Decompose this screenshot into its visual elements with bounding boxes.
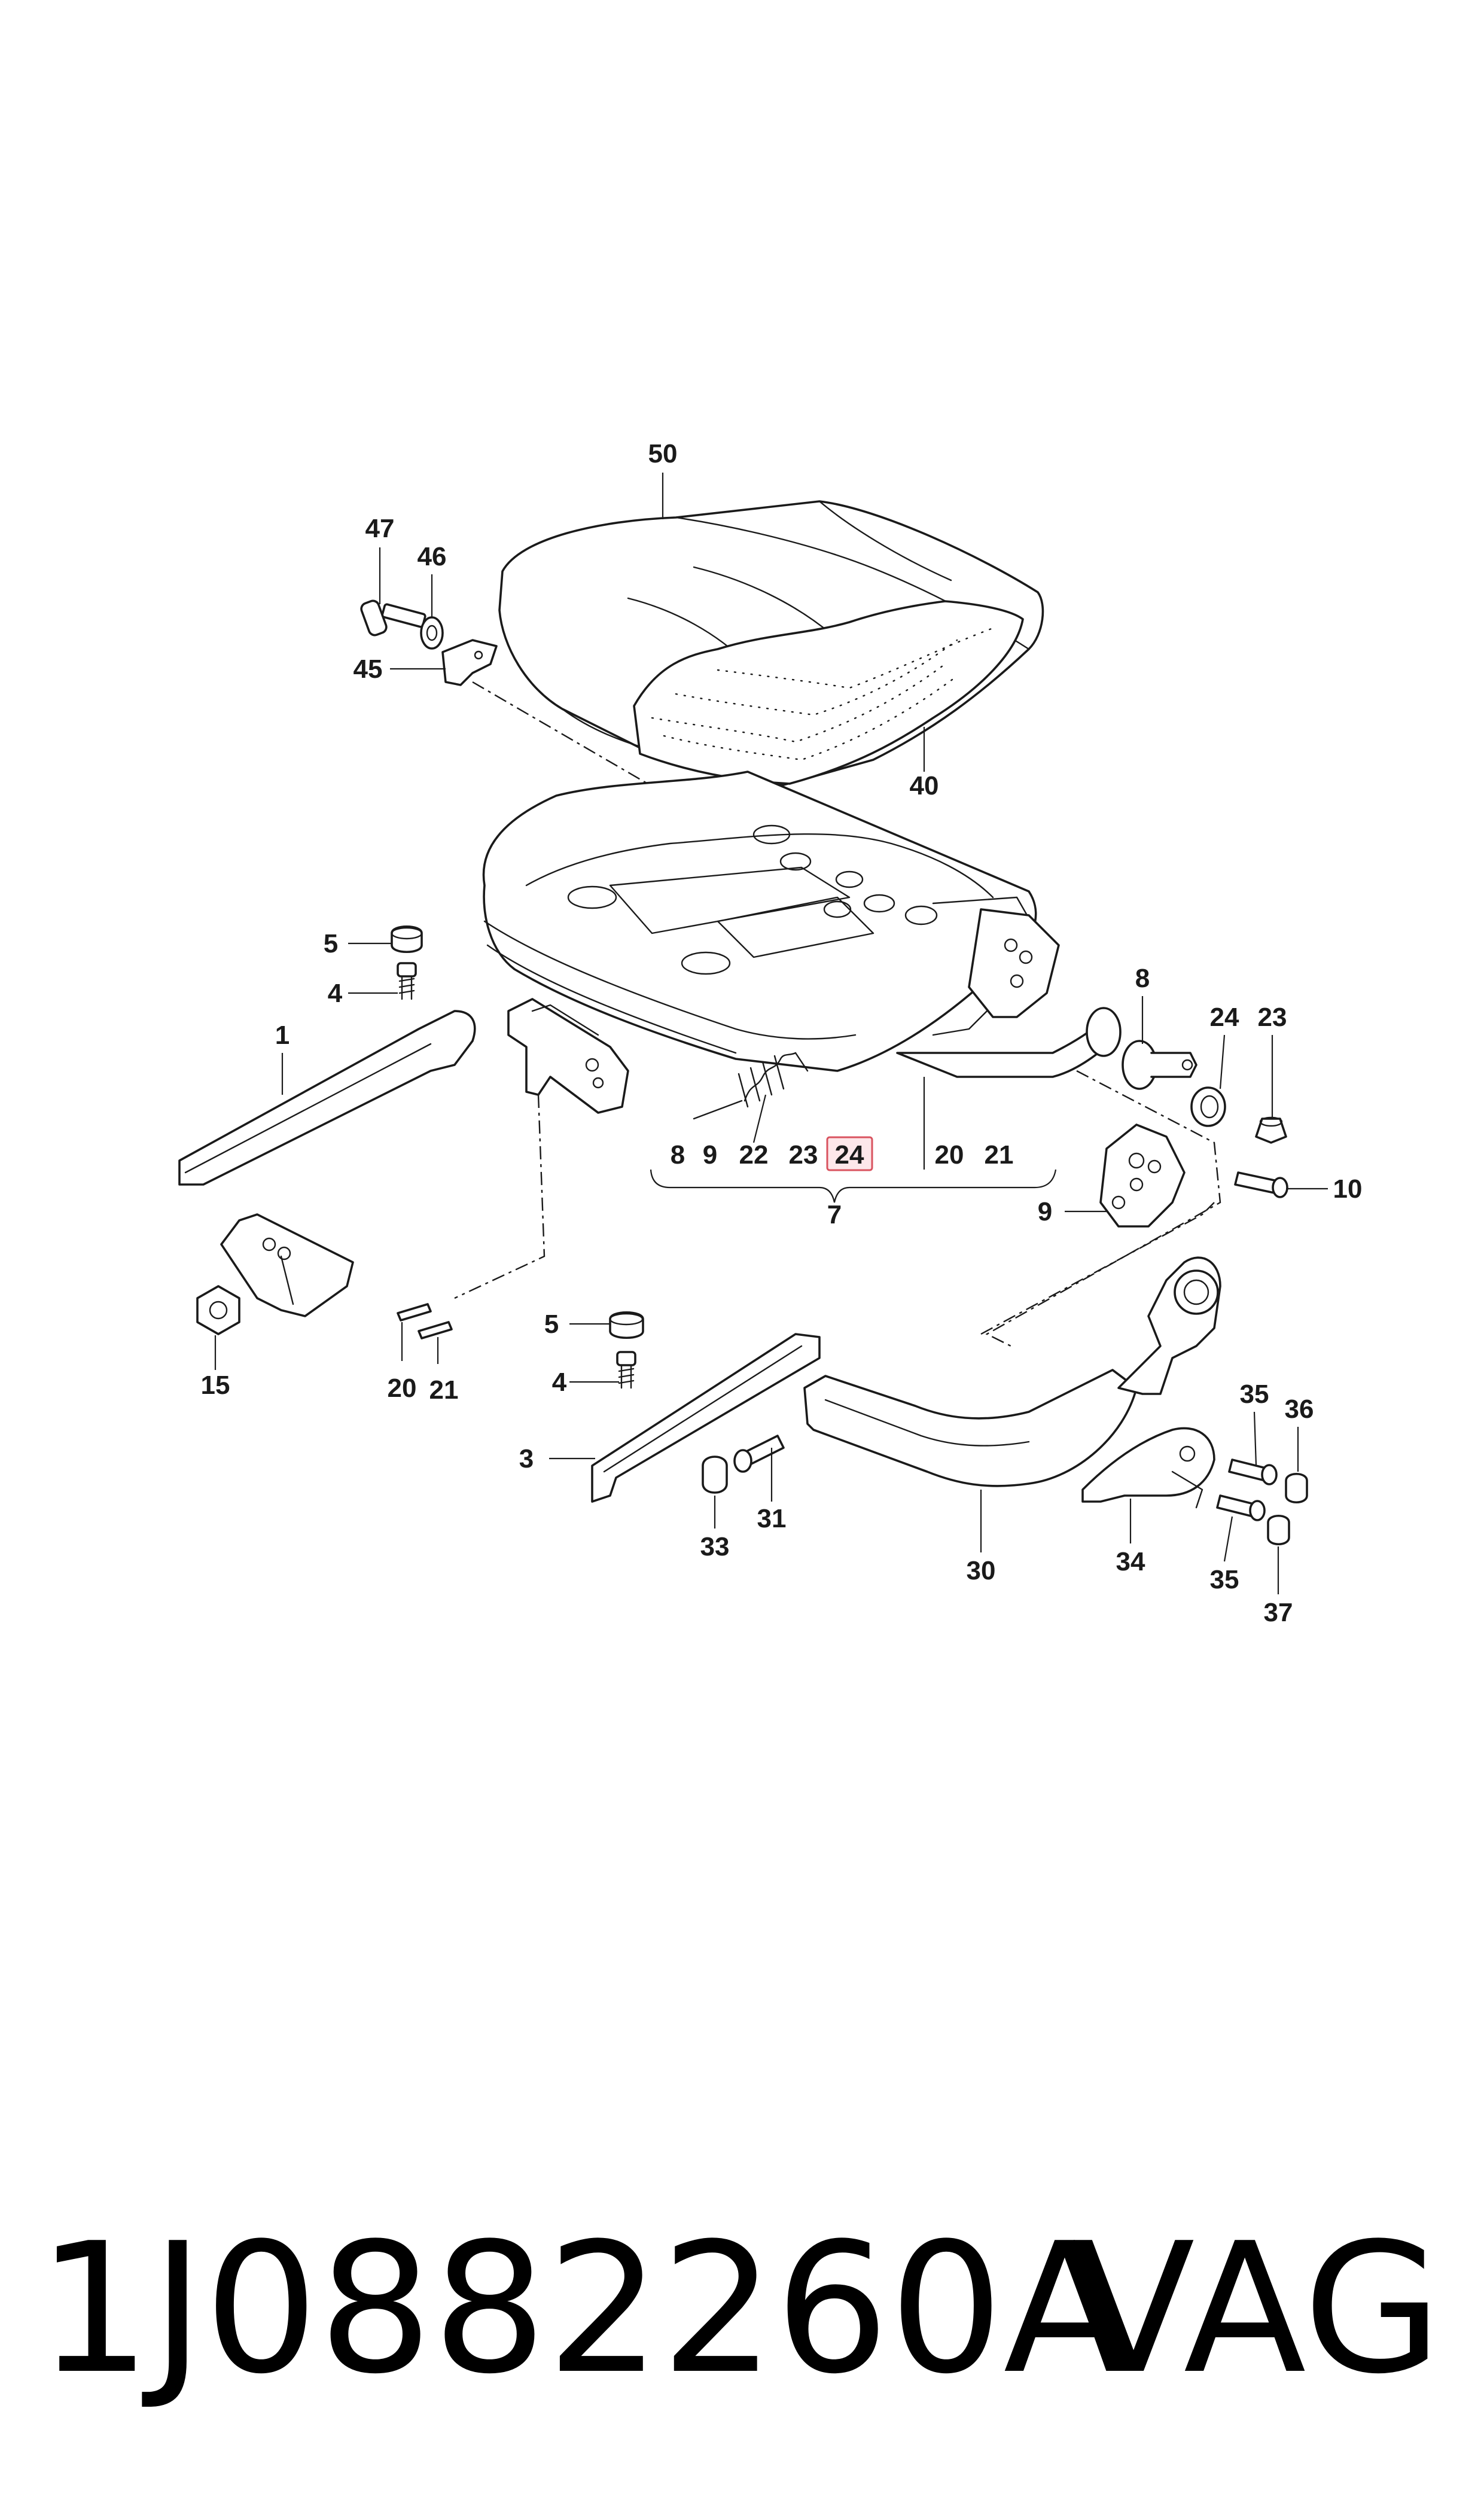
screw-part-4-upper[interactable]: [397, 962, 417, 1000]
callout-20-upper[interactable]: 20: [935, 1140, 964, 1170]
callout-50[interactable]: 50: [648, 439, 678, 468]
callout-1[interactable]: 1: [275, 1021, 290, 1050]
callout-7[interactable]: 7: [827, 1200, 842, 1229]
assembly-line-cover: [472, 681, 659, 791]
callout-21-upper[interactable]: 21: [985, 1140, 1014, 1170]
cap-part-37[interactable]: [1267, 1515, 1290, 1545]
callout-37[interactable]: 37: [1264, 1598, 1293, 1627]
lever-arm-part-30[interactable]: [803, 1256, 1221, 1487]
nut-part-15[interactable]: [196, 1285, 240, 1335]
callout-35-upper[interactable]: 35: [1240, 1380, 1269, 1409]
callout-3[interactable]: 3: [519, 1444, 534, 1473]
clip-part-45[interactable]: [441, 639, 498, 686]
part-number: 1J0882260A: [37, 2205, 1126, 2413]
hinge-plate-part-9[interactable]: [1099, 1123, 1186, 1228]
callout-36[interactable]: 36: [1285, 1395, 1314, 1424]
assembly-line-track: [454, 1094, 546, 1299]
callout-21-lower[interactable]: 21: [429, 1375, 459, 1405]
bushing-part-33[interactable]: [702, 1456, 728, 1494]
callout-46[interactable]: 46: [418, 542, 447, 571]
callout-15[interactable]: 15: [201, 1371, 230, 1400]
leader-lines: [214, 473, 1328, 1594]
screw-part-35-lower[interactable]: [1216, 1494, 1266, 1521]
callout-34[interactable]: 34: [1116, 1547, 1145, 1576]
bolt-part-10[interactable]: [1234, 1171, 1288, 1198]
callout-labels: 50 47 46 45 40 5 4 1 8 24 23 8 9 22 23 2…: [201, 439, 1363, 1627]
callout-45[interactable]: 45: [354, 654, 383, 684]
screw-part-47[interactable]: [359, 599, 426, 637]
callout-8-lower[interactable]: 8: [671, 1140, 685, 1170]
cap-part-5-lower[interactable]: [609, 1311, 644, 1339]
callout-9-side[interactable]: 9: [1038, 1197, 1052, 1226]
callout-24-upper[interactable]: 24: [1210, 1003, 1239, 1032]
callout-5-lower[interactable]: 5: [544, 1310, 559, 1339]
callout-40[interactable]: 40: [910, 771, 939, 800]
callout-31[interactable]: 31: [757, 1504, 787, 1533]
bushing-part-8-upper[interactable]: [1122, 1040, 1197, 1090]
washer-part-24-upper[interactable]: [1190, 1086, 1226, 1127]
callout-20-lower[interactable]: 20: [388, 1374, 417, 1403]
brand-name: VAG: [1072, 2205, 1442, 2413]
seat-frame[interactable]: [482, 771, 1122, 1078]
assembly-line-recliner: [985, 1070, 1221, 1347]
screw-part-31[interactable]: [733, 1435, 785, 1473]
seat-track[interactable]: [507, 998, 629, 1114]
pin-part-20-lower[interactable]: [397, 1303, 432, 1322]
cap-part-36[interactable]: [1285, 1473, 1308, 1503]
callout-8-upper[interactable]: 8: [1135, 964, 1150, 993]
callout-10[interactable]: 10: [1333, 1174, 1363, 1204]
callout-4-upper[interactable]: 4: [328, 979, 343, 1008]
assembly-line-recliner-2: [980, 1202, 1215, 1335]
callout-5-upper[interactable]: 5: [324, 929, 338, 958]
sleeve-part-23-upper[interactable]: [1255, 1116, 1287, 1144]
callout-33[interactable]: 33: [700, 1532, 730, 1561]
rail-cover-part-1[interactable]: [178, 1010, 476, 1186]
callout-22[interactable]: 22: [739, 1140, 769, 1170]
highlight-box: [826, 1136, 873, 1171]
trim-part-3[interactable]: [591, 1333, 821, 1503]
callout-24-lower[interactable]: 24: [835, 1140, 864, 1170]
callout-30[interactable]: 30: [967, 1556, 996, 1585]
callout-47[interactable]: 47: [365, 514, 395, 543]
callout-4-lower[interactable]: 4: [552, 1368, 567, 1397]
screw-part-35-upper[interactable]: [1228, 1459, 1278, 1485]
washer-part-46[interactable]: [420, 616, 444, 650]
callout-23-upper[interactable]: 23: [1258, 1003, 1287, 1032]
cap-part-5-upper[interactable]: [391, 925, 423, 953]
pin-part-21-lower[interactable]: [418, 1321, 453, 1339]
handle-part-34[interactable]: [1081, 1427, 1215, 1509]
spring-part-22[interactable]: [693, 1052, 809, 1120]
callout-35-lower[interactable]: 35: [1210, 1565, 1239, 1594]
callout-23-lower[interactable]: 23: [789, 1140, 818, 1170]
screw-part-4-lower[interactable]: [616, 1351, 636, 1389]
callout-9-lower[interactable]: 9: [703, 1140, 717, 1170]
foam-pad-part-40[interactable]: [633, 600, 1024, 785]
mount-bracket[interactable]: [220, 1213, 354, 1317]
